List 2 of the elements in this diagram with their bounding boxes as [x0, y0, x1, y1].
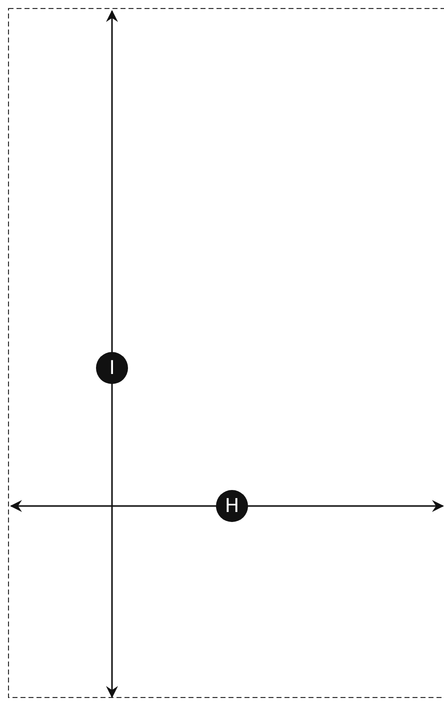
- callout-number: I: [96, 352, 128, 384]
- callout-number: H: [216, 490, 248, 522]
